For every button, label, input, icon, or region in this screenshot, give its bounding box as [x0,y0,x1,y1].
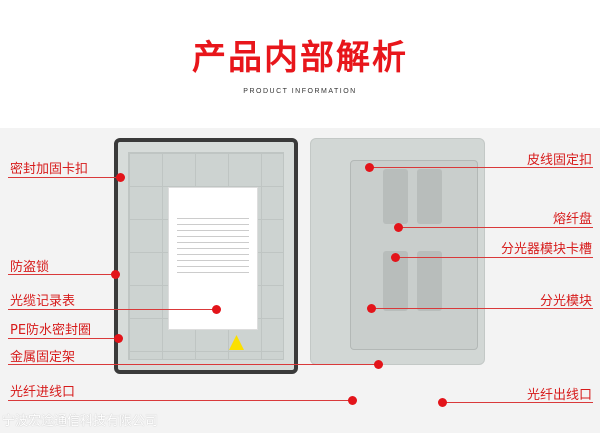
leader-line [8,338,118,339]
leader-line [442,402,593,403]
leader-line [395,257,593,258]
marker-dot [365,163,374,172]
label-cable-record: 光缆记录表 [10,294,76,309]
leader-line [8,274,115,275]
splice-tray-image [350,160,478,350]
leader-line [371,308,593,309]
label-splitter-module: 分光模块 [539,294,592,309]
label-pe-seal-ring: PE防水密封圈 [10,323,92,338]
marker-dot [391,253,400,262]
marker-dot [114,334,123,343]
label-seal-clip: 密封加固卡扣 [10,162,89,177]
leader-line [8,400,352,401]
marker-dot [438,398,447,407]
leader-line [8,309,216,310]
marker-dot [374,360,383,369]
marker-dot [111,270,120,279]
leader-line [369,167,593,168]
label-fiber-outlet: 光纤出线口 [526,388,592,403]
page-subtitle: PRODUCT INFORMATION [243,88,357,95]
watermark: 宁波宏途通信科技有限公司 [2,414,159,429]
marker-dot [116,173,125,182]
leader-line [398,227,593,228]
label-splitter-slot: 分光器模块卡槽 [500,242,592,257]
leader-line [8,364,378,365]
page-title: 产品内部解析 [192,38,408,78]
marker-dot [212,305,221,314]
marker-dot [348,396,357,405]
leader-line [8,177,120,178]
label-metal-bracket: 金属固定架 [10,350,76,365]
marker-dot [367,304,376,313]
label-fiber-inlet: 光纤进线口 [10,385,76,400]
label-drop-cable-clip: 皮线固定扣 [526,153,592,168]
label-splice-tray: 熔纤盘 [552,212,592,227]
label-anti-theft-lock: 防盗锁 [10,260,50,275]
header-area: 产品内部解析 PRODUCT INFORMATION [0,0,600,128]
marker-dot [394,223,403,232]
